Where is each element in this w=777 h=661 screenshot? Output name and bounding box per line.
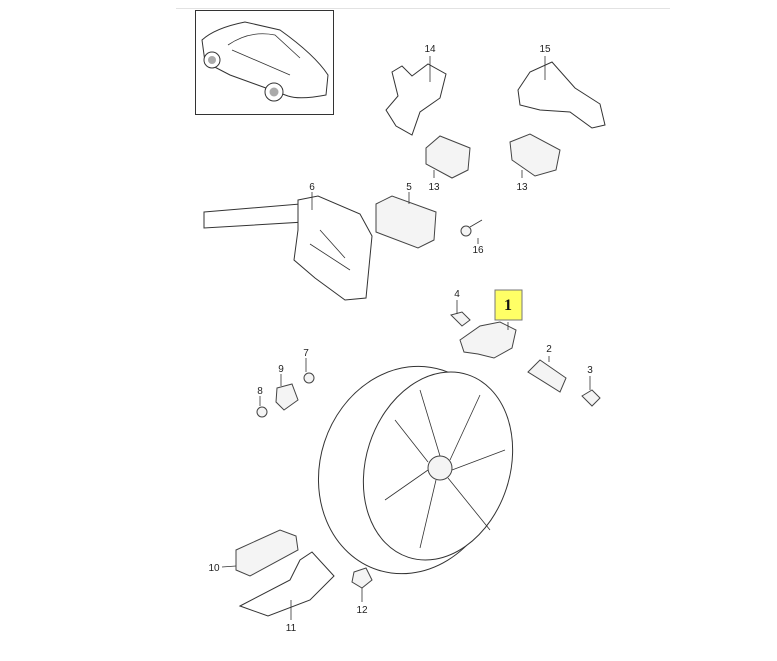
callout-2[interactable]: 2 bbox=[546, 344, 552, 355]
vehicle-thumbnail bbox=[195, 10, 334, 115]
callout-1[interactable]: 1 bbox=[504, 297, 512, 314]
part-1-tpms-sensor bbox=[459, 321, 517, 359]
callout-13-left[interactable]: 13 bbox=[428, 182, 440, 193]
callout-12[interactable]: 12 bbox=[356, 605, 368, 616]
callout-15[interactable]: 15 bbox=[539, 44, 551, 55]
part-2-valve-stem bbox=[527, 356, 567, 393]
part-12-nut bbox=[351, 567, 373, 602]
part-4-screw bbox=[450, 300, 471, 327]
part-10-antenna bbox=[221, 529, 299, 577]
callout-4[interactable]: 4 bbox=[454, 289, 460, 300]
callout-6[interactable]: 6 bbox=[309, 182, 315, 193]
callout-16[interactable]: 16 bbox=[472, 245, 484, 256]
callout-11[interactable]: 11 bbox=[286, 623, 297, 634]
part-6-carrier bbox=[203, 192, 373, 301]
callout-5[interactable]: 5 bbox=[406, 182, 412, 193]
part-5-control-unit bbox=[375, 192, 437, 249]
part-16-screw bbox=[460, 219, 483, 244]
part-3-valve-cap bbox=[581, 376, 601, 407]
part-11-bracket bbox=[238, 551, 335, 620]
part-15-bracket bbox=[517, 56, 606, 129]
highlight-box-part-1[interactable] bbox=[494, 289, 523, 321]
top-divider bbox=[176, 8, 670, 9]
callout-9[interactable]: 9 bbox=[278, 364, 284, 375]
part-13-module-left bbox=[425, 135, 471, 179]
callout-3[interactable]: 3 bbox=[587, 365, 593, 376]
part-13-module-right bbox=[509, 133, 561, 178]
callout-7[interactable]: 7 bbox=[303, 348, 309, 359]
callout-10[interactable]: 10 bbox=[208, 563, 220, 574]
part-9-grommet bbox=[275, 374, 299, 411]
wheel-rim bbox=[317, 365, 514, 575]
part-7-nut bbox=[303, 358, 315, 384]
callout-13-right[interactable]: 13 bbox=[516, 182, 528, 193]
callout-14[interactable]: 14 bbox=[424, 44, 436, 55]
part-14-bracket bbox=[385, 56, 447, 136]
callout-8[interactable]: 8 bbox=[257, 386, 263, 397]
part-8-bolt bbox=[256, 396, 268, 418]
